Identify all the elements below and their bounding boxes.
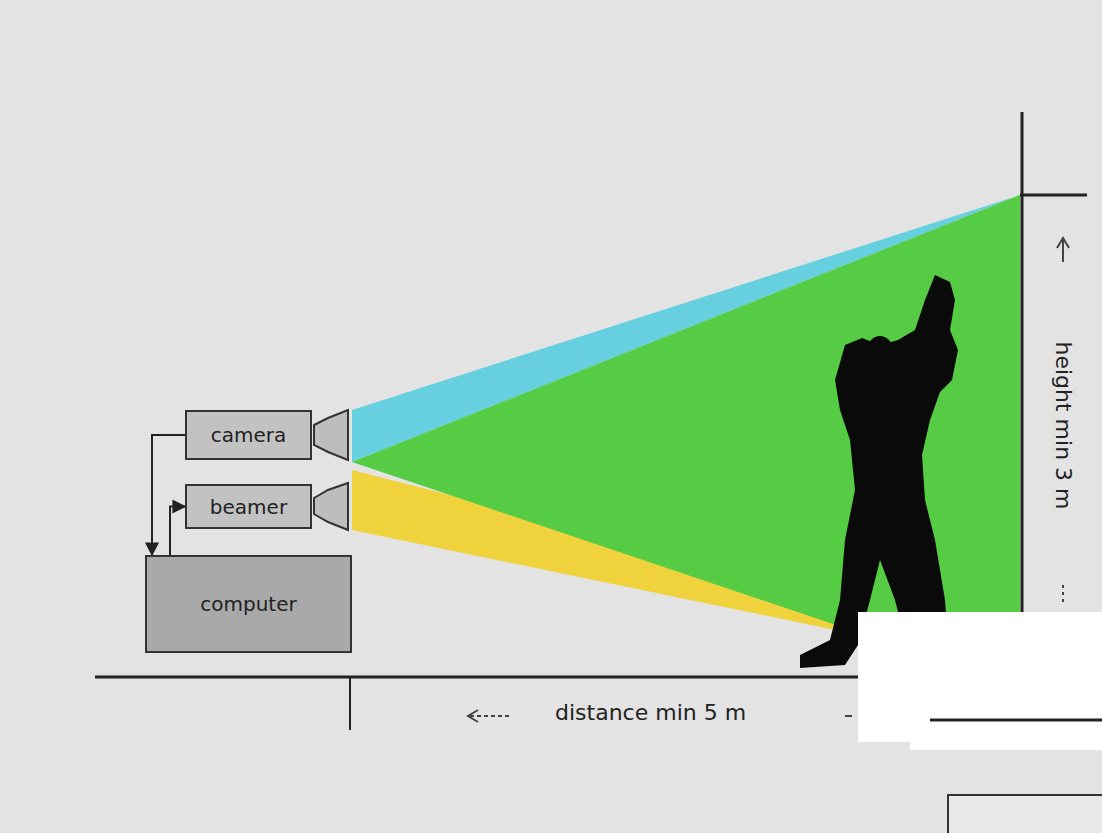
height-top-mark (1020, 194, 1087, 197)
computer-box: computer (145, 555, 352, 653)
height-arrow-lower (1062, 585, 1064, 605)
ground-line (95, 676, 860, 679)
camera-box: camera (185, 410, 312, 460)
distance-start-mark (349, 677, 351, 730)
box-label: camera (203, 423, 295, 447)
height-arrow-head (1057, 238, 1069, 248)
beamer-box: beamer (185, 484, 312, 529)
height-dimension: height min 3 m (1051, 341, 1076, 509)
distance-arrow-right (845, 715, 852, 717)
distance-dimension: distance min 5 m (555, 700, 746, 725)
corner-frame (948, 795, 1102, 833)
person-silhouette (800, 275, 958, 668)
panel-rule (930, 719, 1102, 722)
screen-wall (1021, 112, 1024, 640)
box-label: computer (192, 592, 304, 616)
camera-lens (314, 410, 348, 460)
height-arrow (1062, 240, 1064, 262)
beamer-lens (314, 483, 348, 530)
person-head (868, 336, 892, 360)
distance-arrow (470, 715, 510, 717)
signal-wire (170, 507, 185, 556)
box-label: beamer (202, 495, 295, 519)
occluding-panel-lower (910, 690, 1102, 750)
signal-wire (152, 435, 185, 555)
distance-arrow-head (468, 710, 478, 722)
